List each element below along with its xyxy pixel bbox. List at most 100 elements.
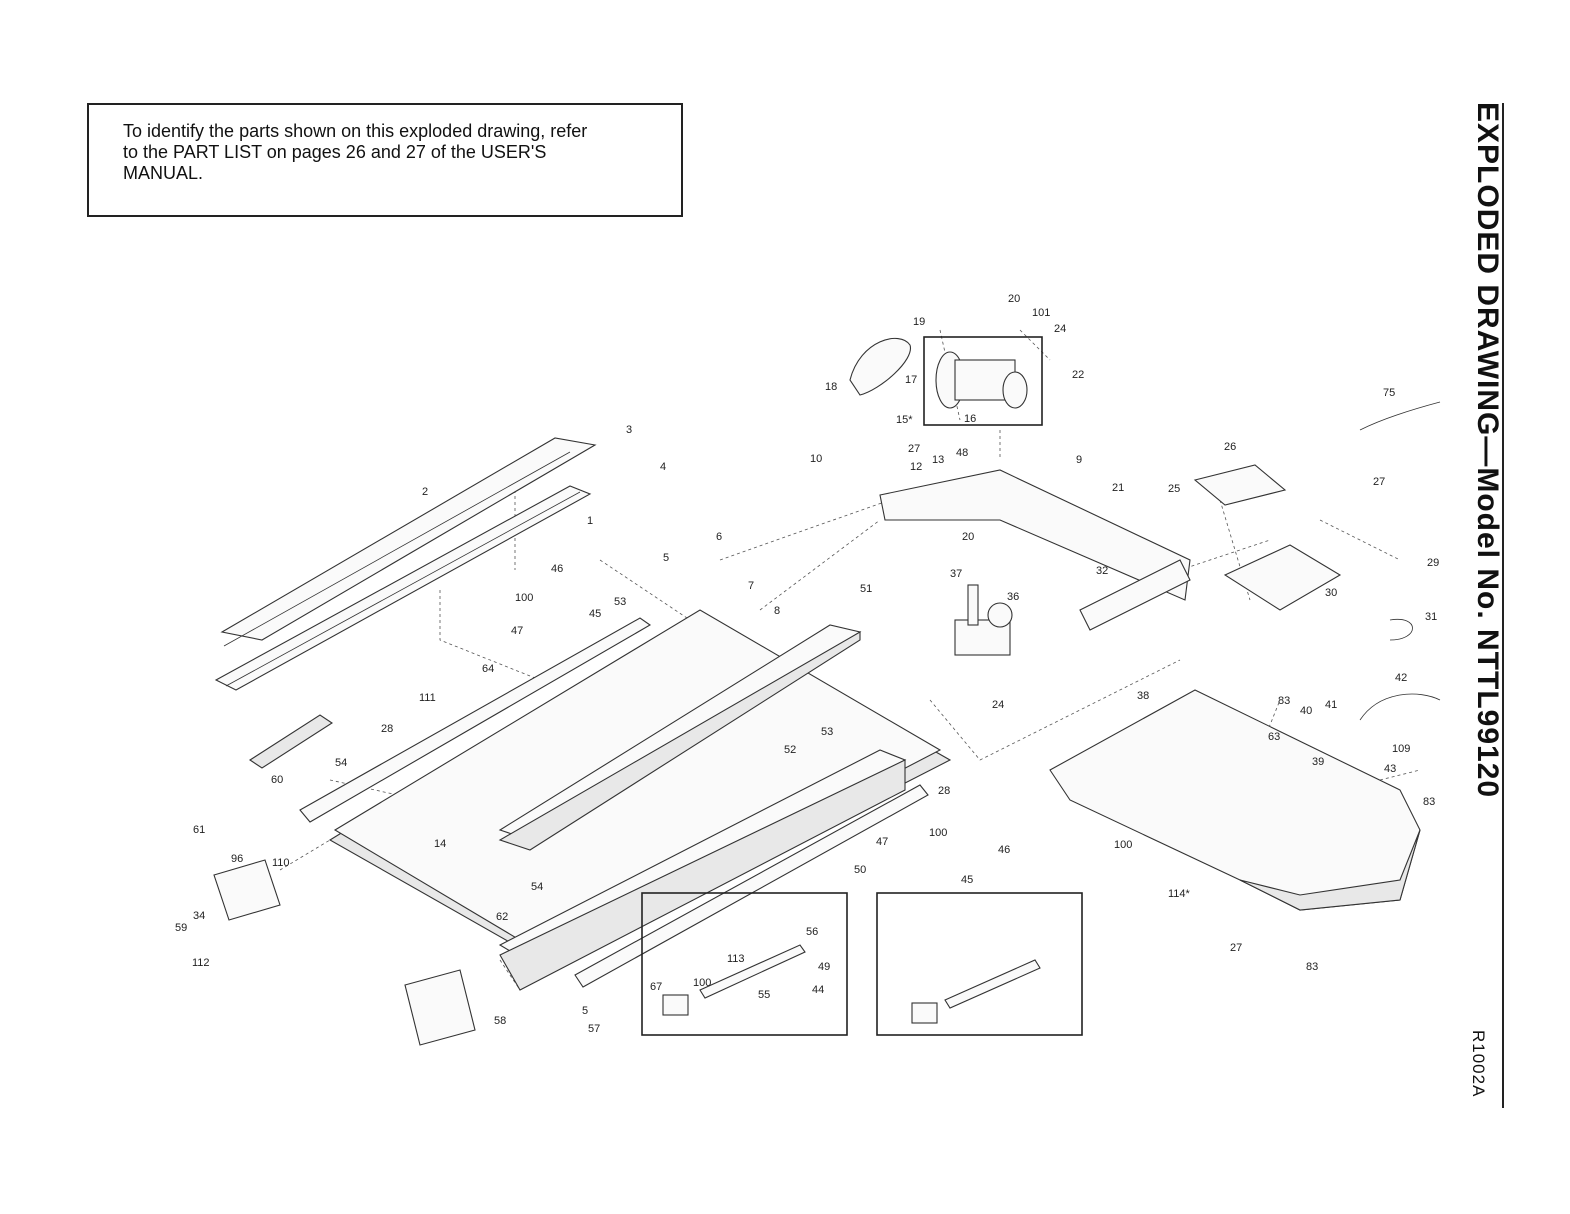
drawing-code: R1002A	[1469, 1030, 1488, 1098]
walking-deck	[328, 609, 952, 966]
callout: 24	[992, 699, 1004, 711]
callout: 53	[821, 726, 833, 738]
callout: 27	[1373, 476, 1385, 488]
callout: 101	[1032, 307, 1050, 319]
end-cap-58	[404, 969, 476, 1046]
page-title: EXPLODED DRAWING—Model No. NTTL99120	[1471, 102, 1504, 799]
callout: 36	[1007, 591, 1019, 603]
callout: 47	[511, 625, 523, 637]
controller-26	[1193, 464, 1287, 506]
note-line-2: to the PART LIST on pages 26 and 27 of t…	[123, 142, 547, 162]
callout: 17	[905, 374, 917, 386]
callout: 83	[1278, 695, 1290, 707]
callout: 112	[192, 957, 210, 969]
callout: 111	[419, 692, 436, 704]
callout: 83	[1423, 796, 1435, 808]
callout: 27	[908, 443, 920, 455]
rail-28-right	[574, 784, 929, 988]
callout: 45	[961, 874, 973, 886]
strip-60	[248, 714, 334, 769]
callout: 96	[231, 853, 243, 865]
callout: 8	[774, 605, 780, 617]
callout: 15*	[896, 414, 913, 426]
callout: 12	[910, 461, 922, 473]
plate-30	[1223, 544, 1342, 611]
callout: 54	[335, 757, 347, 769]
callout: 38	[1137, 690, 1149, 702]
callout: 19	[913, 316, 925, 328]
callout: 100	[515, 592, 533, 604]
callout: 46	[998, 844, 1010, 856]
assembly-guide-lines	[279, 329, 1421, 991]
callout: 44	[812, 984, 824, 996]
callout: 28	[381, 723, 393, 735]
callout: 52	[784, 744, 796, 756]
callout: 26	[1224, 441, 1236, 453]
callout: 25	[1168, 483, 1180, 495]
callout: 14	[434, 838, 446, 850]
callout: 57	[588, 1023, 600, 1035]
callout: 67	[650, 981, 662, 993]
callout: 20	[962, 531, 974, 543]
exploded-drawing: 20 101 24 19 18 17 16 15* 22 10 27 12 13…	[175, 293, 1441, 1046]
callout: 113	[727, 953, 745, 965]
callout: 40	[1300, 705, 1312, 717]
callout: 62	[496, 911, 508, 923]
callout: 43	[1384, 763, 1396, 775]
callout: 110	[272, 857, 290, 869]
callout: 64	[482, 663, 494, 675]
callout: 50	[854, 864, 866, 876]
callout: 34	[193, 910, 205, 922]
callout: 55	[758, 989, 770, 1001]
callout: 13	[932, 454, 944, 466]
callout: 29	[1427, 557, 1439, 569]
reference-note-box: To identify the parts shown on this expl…	[87, 103, 683, 217]
callout: 7	[748, 580, 754, 592]
rail-28-left	[299, 617, 652, 823]
callout: 39	[1312, 756, 1324, 768]
callout: 47	[876, 836, 888, 848]
callout: 45	[589, 608, 601, 620]
callout: 30	[1325, 587, 1337, 599]
callout: 83	[1306, 961, 1318, 973]
callout: 28	[938, 785, 950, 797]
callout: 59	[175, 922, 187, 934]
callout: 20	[1008, 293, 1020, 305]
callout: 48	[956, 447, 968, 459]
end-cap-96	[213, 859, 281, 921]
side-rail-upper	[214, 437, 597, 691]
callout: 10	[810, 453, 822, 465]
callout: 24	[1054, 323, 1066, 335]
callout: 18	[825, 381, 837, 393]
callout: 58	[494, 1015, 506, 1027]
side-rail-right	[498, 749, 907, 991]
callout: 4	[660, 461, 666, 473]
callout: 3	[626, 424, 632, 436]
drive-belt-18	[849, 337, 911, 396]
callout: 100	[1114, 839, 1132, 851]
callout-labels: 20 101 24 19 18 17 16 15* 22 10 27 12 13…	[175, 293, 1439, 1035]
callout: 60	[271, 774, 283, 786]
base-38	[1049, 689, 1421, 911]
callout: 9	[1076, 454, 1082, 466]
wire-harness	[1359, 401, 1441, 721]
callout: 5	[663, 552, 669, 564]
callout: 22	[1072, 369, 1084, 381]
callout: 61	[193, 824, 205, 836]
callout: 46	[551, 563, 563, 575]
callout: 5	[582, 1005, 588, 1017]
callout: 6	[716, 531, 722, 543]
callout: 100	[693, 977, 711, 989]
callout: 1	[587, 515, 593, 527]
callout: 2	[422, 486, 428, 498]
note-line-3: MANUAL.	[123, 163, 204, 183]
callout: 56	[806, 926, 818, 938]
title-rule	[1502, 103, 1504, 1108]
callout: 75	[1383, 387, 1395, 399]
callout: 37	[950, 568, 962, 580]
note-line-1: To identify the parts shown on this expl…	[123, 121, 588, 141]
incline-motor-36	[954, 584, 1013, 656]
callout: 54	[531, 881, 543, 893]
callout: 42	[1395, 672, 1407, 684]
callout: 27	[1230, 942, 1242, 954]
